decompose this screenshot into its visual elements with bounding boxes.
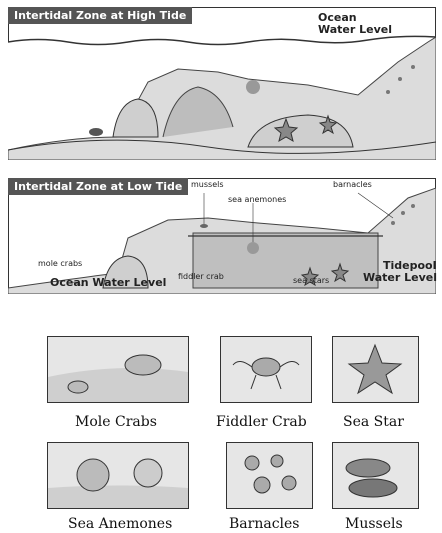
ocean-label-line1: Ocean (318, 12, 357, 23)
label-mussels: mussels (191, 180, 224, 189)
caption-sea-star: Sea Star (343, 414, 404, 430)
mole-crabs-image (47, 336, 189, 403)
barnacles-image (226, 442, 313, 509)
caption-barnacles: Barnacles (229, 516, 299, 532)
caption-fiddler-crab: Fiddler Crab (216, 414, 307, 430)
fiddler-crab-image (220, 336, 312, 403)
label-fiddler-crab: fiddler crab (178, 272, 224, 281)
label-barnacles: barnacles (333, 180, 372, 189)
label-sea-anemones: sea anemones (228, 195, 286, 204)
label-sea-stars: sea stars (293, 276, 329, 285)
high-tide-title: Intertidal Zone at High Tide (8, 7, 192, 24)
low-tide-panel: Intertidal Zone at Low Tide mussels sea … (8, 178, 436, 294)
ocean-label-line2: Water Level (318, 24, 392, 35)
mussels-image (332, 442, 419, 509)
sea-star-image (332, 336, 419, 403)
tidepool-label-line1: Tidepool (383, 260, 436, 271)
caption-sea-anemones: Sea Anemones (68, 516, 172, 532)
sea-anemones-image (47, 442, 189, 509)
high-tide-panel: Intertidal Zone at High Tide Ocean Water… (8, 7, 436, 160)
caption-mole-crabs: Mole Crabs (75, 414, 157, 430)
low-tide-title: Intertidal Zone at Low Tide (8, 178, 188, 195)
ocean-water-level-label: Ocean Water Level (50, 277, 166, 288)
caption-mussels: Mussels (345, 516, 403, 532)
tidepool-label-line2: Water Level (363, 272, 437, 283)
label-mole-crabs: mole crabs (38, 259, 82, 268)
